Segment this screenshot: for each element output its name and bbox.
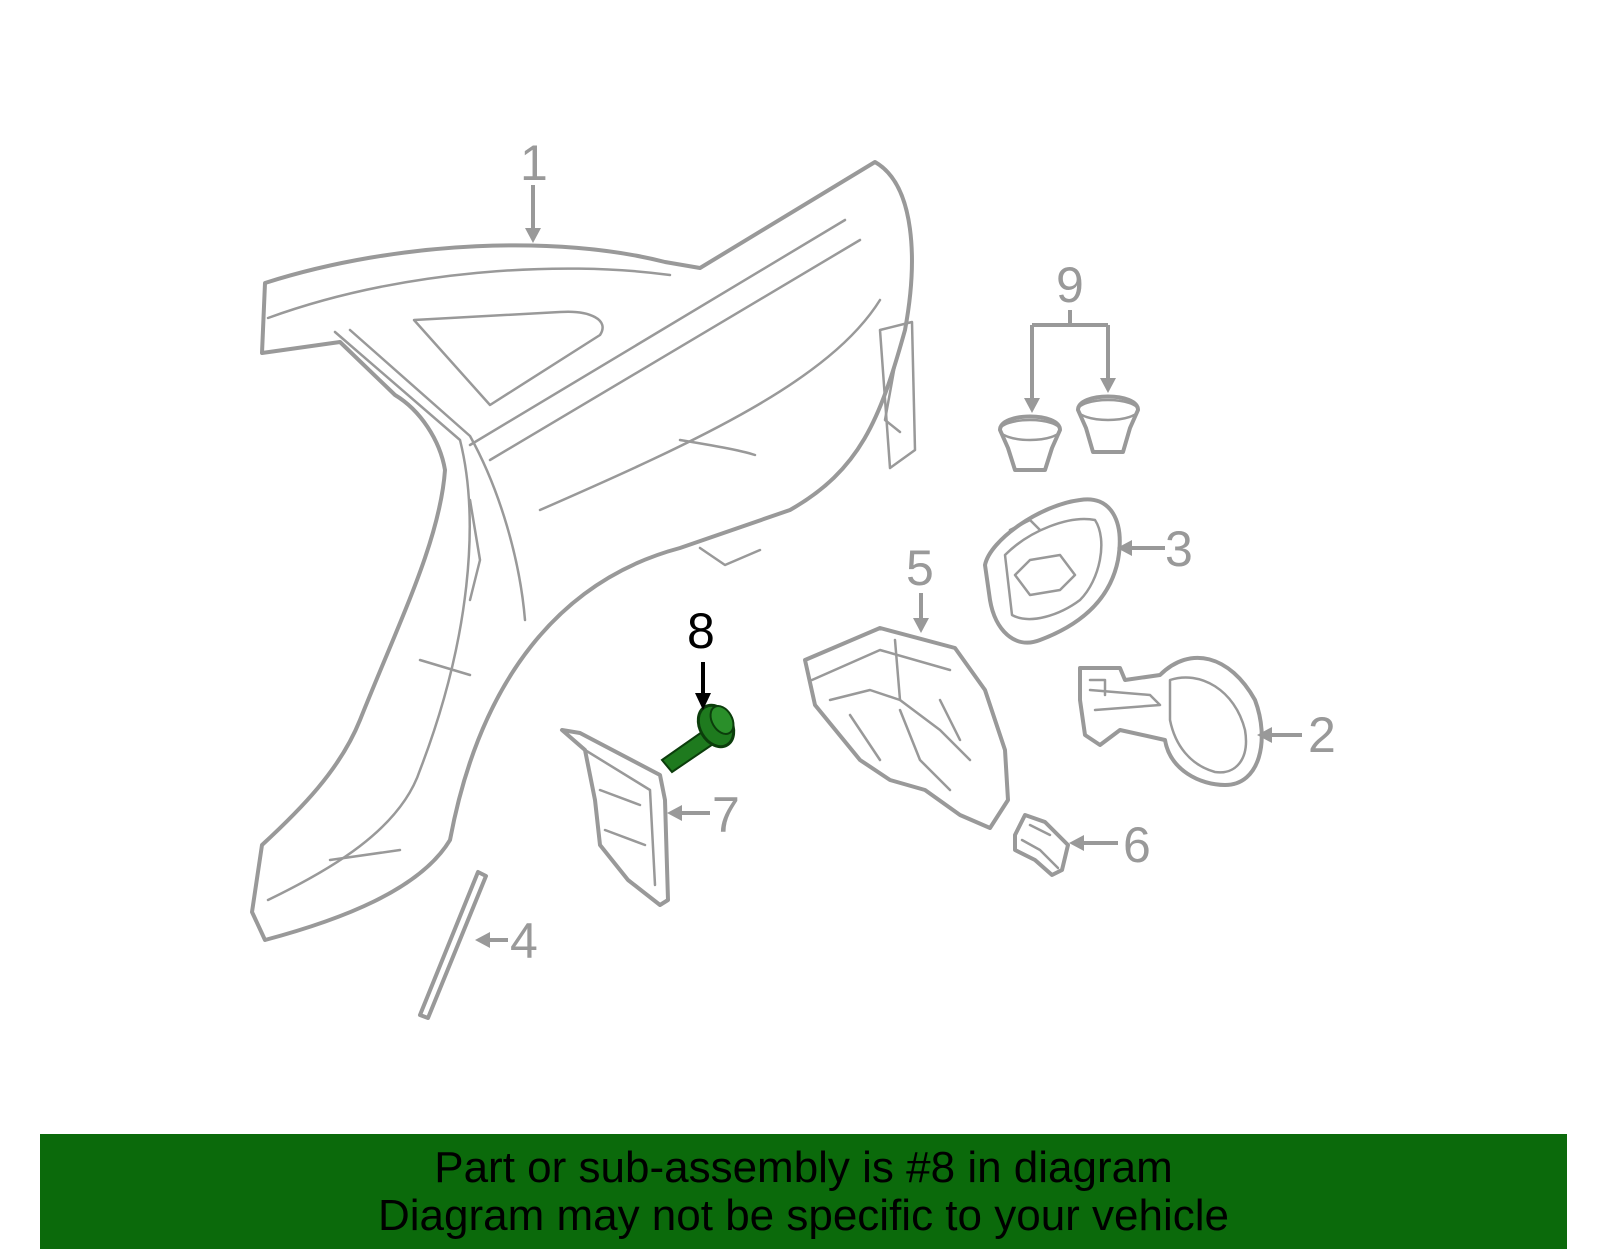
part-3-fuel-door-housing[interactable] bbox=[983, 497, 1122, 645]
callout-8: 8 bbox=[687, 603, 715, 659]
part-5-wheelhouse-liner[interactable] bbox=[803, 626, 1010, 830]
callout-3: 3 bbox=[1165, 521, 1193, 577]
banner-line-1: Part or sub-assembly is #8 in diagram bbox=[434, 1142, 1173, 1192]
part-4-molding[interactable] bbox=[418, 870, 488, 1020]
leader-lines bbox=[475, 185, 1302, 948]
part-2-fuel-door[interactable] bbox=[1078, 655, 1264, 787]
part-1-quarter-panel[interactable] bbox=[250, 160, 917, 942]
part-9-clips[interactable] bbox=[998, 394, 1140, 472]
callout-7: 7 bbox=[712, 787, 740, 843]
callout-1: 1 bbox=[520, 135, 548, 191]
part-7-splash-shield[interactable] bbox=[560, 728, 670, 907]
info-banner: Part or sub-assembly is #8 in diagram Di… bbox=[40, 1134, 1567, 1249]
part-8-bolt[interactable] bbox=[660, 699, 741, 774]
banner-line-2: Diagram may not be specific to your vehi… bbox=[377, 1190, 1230, 1240]
callout-9: 9 bbox=[1056, 257, 1084, 313]
callout-4: 4 bbox=[510, 913, 538, 969]
callout-6: 6 bbox=[1123, 817, 1151, 873]
callout-2: 2 bbox=[1308, 707, 1336, 763]
part-6-bracket[interactable] bbox=[1013, 813, 1070, 877]
callout-5: 5 bbox=[906, 540, 934, 596]
